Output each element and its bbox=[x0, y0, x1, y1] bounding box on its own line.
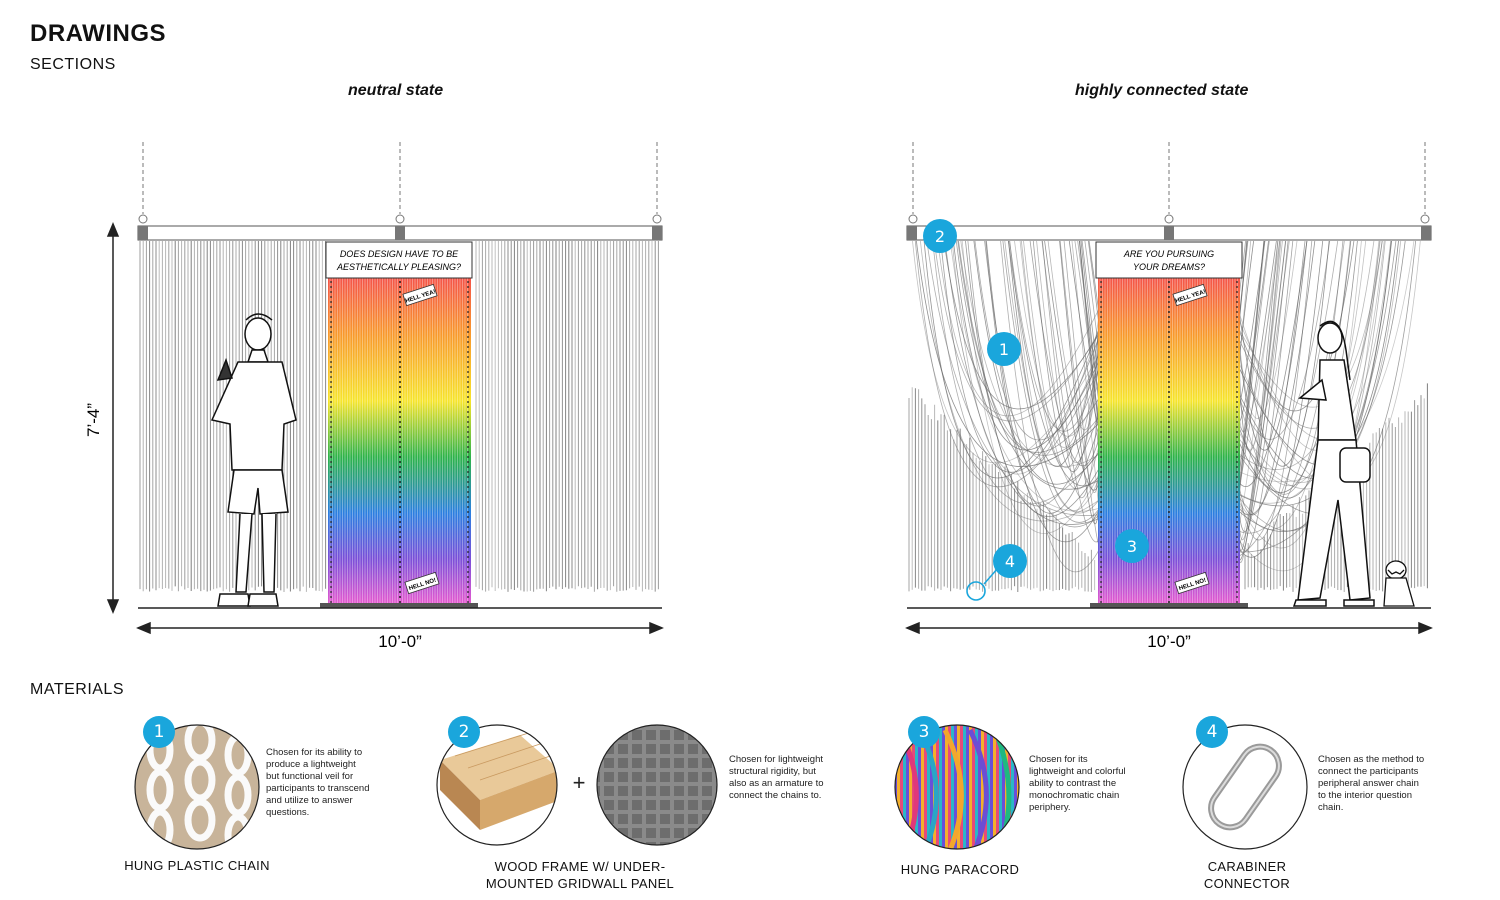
left-sign-line2: AESTHETICALLY PLEASING? bbox=[336, 262, 461, 272]
left-suspension-wires bbox=[138, 142, 662, 224]
left-section-drawing: DOES DESIGN HAVE TO BE AESTHETICALLY PLE… bbox=[84, 142, 664, 651]
right-dog-figure bbox=[1383, 560, 1415, 607]
right-carabiner-marker bbox=[966, 581, 986, 601]
left-question-sign bbox=[325, 241, 473, 279]
right-width-dimension bbox=[905, 621, 1433, 635]
right-sign-line2: YOUR DREAMS? bbox=[1133, 262, 1205, 272]
left-column-strands bbox=[329, 278, 468, 605]
right-callout-1: 1 bbox=[987, 332, 1021, 366]
material-1-number-badge: 1 bbox=[143, 716, 175, 748]
page-title: DRAWINGS bbox=[30, 20, 166, 47]
right-callout-4: 4 bbox=[993, 544, 1027, 578]
page-subtitle: SECTIONS bbox=[30, 56, 116, 73]
materials-heading: MATERIALS bbox=[30, 681, 124, 698]
left-chain-curtain bbox=[139, 241, 659, 592]
svg-text:3: 3 bbox=[1127, 537, 1137, 556]
left-sign-line1: DOES DESIGN HAVE TO BE bbox=[340, 249, 459, 259]
material-1-name: HUNG PLASTIC CHAIN bbox=[124, 858, 270, 873]
right-suspension-wires bbox=[908, 142, 1430, 224]
right-state-label: highly connected state bbox=[1075, 82, 1249, 99]
material-4-image bbox=[1182, 724, 1308, 850]
right-column-strands bbox=[1099, 278, 1238, 605]
right-person-figure bbox=[1292, 320, 1375, 607]
material-3-description: Chosen for its lightweight and colorful … bbox=[1029, 754, 1126, 813]
left-height-label: 7’-4” bbox=[84, 403, 103, 437]
right-sign-line1: ARE YOU PURSUING bbox=[1123, 249, 1214, 259]
svg-text:2: 2 bbox=[935, 227, 945, 246]
plus-sign: + bbox=[573, 770, 586, 795]
left-person-figure bbox=[210, 313, 297, 607]
material-4-name: CARABINER CONNECTOR bbox=[1203, 859, 1291, 891]
material-2-name: WOOD FRAME W/ UNDER- MOUNTED GRIDWALL PA… bbox=[485, 859, 675, 891]
right-callout-3: 3 bbox=[1115, 529, 1149, 563]
left-paracord-column bbox=[328, 276, 471, 605]
left-state-label: neutral state bbox=[348, 82, 444, 99]
material-3-name: HUNG PARACORD bbox=[900, 862, 1020, 877]
right-section-drawing: ARE YOU PURSUING YOUR DREAMS? HELL YEA! … bbox=[905, 142, 1433, 651]
right-callout-2: 2 bbox=[923, 219, 957, 253]
left-width-dimension bbox=[136, 621, 664, 635]
svg-text:4: 4 bbox=[1005, 552, 1015, 571]
left-height-dimension bbox=[106, 222, 120, 614]
material-2-description: Chosen for lightweight structural rigidi… bbox=[729, 754, 824, 801]
material-3-number-badge: 3 bbox=[908, 716, 940, 748]
right-question-sign bbox=[1095, 241, 1243, 279]
material-4-description: Chosen as the method to connect the part… bbox=[1318, 754, 1425, 813]
material-2-grid-image bbox=[596, 724, 718, 846]
right-width-label: 10’-0” bbox=[1147, 632, 1191, 651]
left-width-label: 10’-0” bbox=[378, 632, 422, 651]
material-1-description: Chosen for its ability to produce a ligh… bbox=[266, 747, 370, 818]
material-2-number-badge: 2 bbox=[448, 716, 480, 748]
material-4-number-badge: 4 bbox=[1196, 716, 1228, 748]
svg-text:1: 1 bbox=[999, 340, 1009, 359]
